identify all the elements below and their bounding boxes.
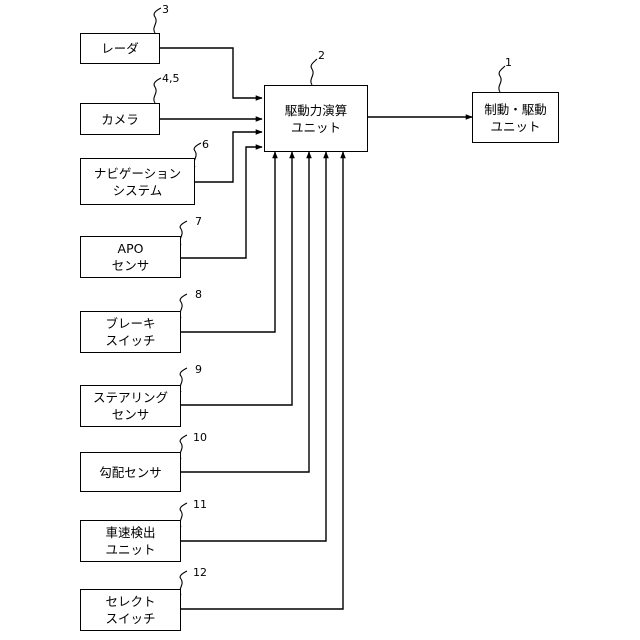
apo-sensor-ref: 7 bbox=[195, 216, 202, 228]
select-switch-block: セレクト スイッチ bbox=[80, 589, 181, 631]
select-switch-ref: 12 bbox=[193, 567, 207, 579]
navigation-block: ナビゲーション システム bbox=[80, 158, 195, 205]
central-unit-line1: 駆動力演算 bbox=[285, 102, 348, 119]
camera-line1: カメラ bbox=[101, 111, 139, 128]
central-unit-line2: ユニット bbox=[291, 119, 341, 136]
select-switch-line2: スイッチ bbox=[105, 610, 155, 627]
leader-output bbox=[499, 66, 505, 92]
steering-sensor-block: ステアリング センサ bbox=[80, 385, 181, 427]
central-unit-block: 駆動力演算 ユニット bbox=[264, 85, 368, 152]
steering-sensor-line1: ステアリング bbox=[93, 389, 168, 406]
brake-switch-line1: ブレーキ bbox=[105, 315, 155, 332]
steering-sensor-line2: センサ bbox=[112, 406, 150, 423]
apo-sensor-line2: センサ bbox=[112, 257, 150, 274]
vehicle-speed-block: 車速検出 ユニット bbox=[80, 520, 181, 562]
apo-sensor-block: APO センサ bbox=[80, 236, 181, 278]
navigation-ref: 6 bbox=[202, 139, 209, 151]
output-unit-block: 制動・駆動 ユニット bbox=[472, 92, 559, 143]
radar-line1: レーダ bbox=[101, 40, 139, 57]
apo-sensor-line1: APO bbox=[118, 240, 144, 257]
radar-block: レーダ bbox=[80, 33, 160, 64]
vehicle-speed-ref: 11 bbox=[193, 499, 207, 511]
navigation-line1: ナビゲーション bbox=[94, 165, 181, 182]
leader-radar bbox=[154, 8, 161, 33]
select-switch-line1: セレクト bbox=[105, 593, 155, 610]
output-unit-line2: ユニット bbox=[490, 118, 540, 135]
brake-switch-line2: スイッチ bbox=[105, 332, 155, 349]
vehicle-speed-line1: 車速検出 bbox=[105, 524, 155, 541]
arrow-speed-to-central bbox=[181, 152, 326, 541]
camera-block: カメラ bbox=[80, 103, 160, 135]
output-unit-line1: 制動・駆動 bbox=[484, 101, 547, 118]
output-unit-ref: 1 bbox=[505, 57, 512, 69]
gradient-sensor-block: 勾配センサ bbox=[80, 452, 181, 492]
steering-sensor-ref: 9 bbox=[195, 364, 202, 376]
brake-switch-block: ブレーキ スイッチ bbox=[80, 311, 181, 353]
radar-ref: 3 bbox=[162, 4, 169, 16]
arrow-brake-to-central bbox=[181, 152, 275, 332]
vehicle-speed-line2: ユニット bbox=[105, 541, 155, 558]
leader-camera bbox=[154, 78, 161, 103]
gradient-sensor-ref: 10 bbox=[193, 432, 207, 444]
arrow-gradient-to-central bbox=[181, 152, 309, 472]
camera-ref: 4,5 bbox=[162, 73, 180, 85]
navigation-line2: システム bbox=[113, 182, 163, 199]
brake-switch-ref: 8 bbox=[195, 289, 202, 301]
gradient-sensor-line1: 勾配センサ bbox=[99, 464, 162, 481]
central-unit-ref: 2 bbox=[318, 50, 325, 62]
leader-central bbox=[311, 59, 317, 85]
